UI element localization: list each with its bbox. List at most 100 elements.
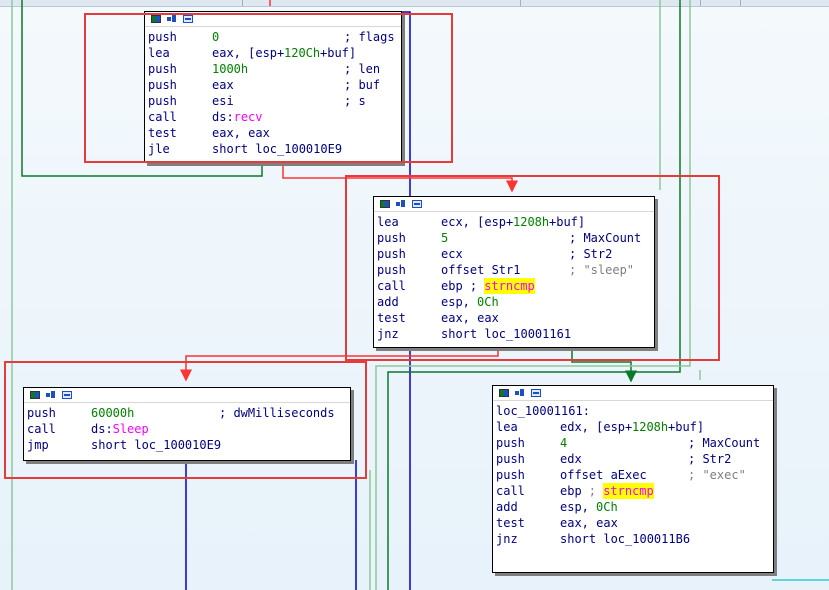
operand: ebp ; bbox=[441, 279, 485, 293]
node-color-icon[interactable] bbox=[396, 200, 406, 208]
node-color-icon[interactable] bbox=[167, 15, 177, 23]
mnemonic: push bbox=[148, 30, 177, 44]
node-text-icon[interactable] bbox=[183, 15, 193, 23]
operand: 1000h bbox=[212, 62, 249, 76]
graph-overview-icon[interactable] bbox=[499, 389, 509, 397]
operand: offset Str1 bbox=[441, 263, 521, 277]
imported-function-name[interactable]: Sleep bbox=[112, 422, 149, 436]
edge-false-to-sleep bbox=[180, 350, 499, 382]
graph-overview-icon[interactable] bbox=[30, 391, 40, 399]
operand: +buf] bbox=[320, 46, 357, 60]
mnemonic: call bbox=[148, 110, 177, 124]
node-color-icon[interactable] bbox=[515, 389, 525, 397]
node-text-icon[interactable] bbox=[531, 389, 541, 397]
imported-function-name[interactable]: recv bbox=[233, 110, 263, 124]
operand: ecx bbox=[441, 247, 463, 261]
mnemonic: push bbox=[496, 468, 525, 482]
operand: 4 bbox=[560, 436, 568, 450]
operand: short loc_100010E9 bbox=[91, 438, 222, 452]
instruction-row[interactable]: push offset aExec ; "exec" bbox=[496, 467, 773, 483]
comment: ; "sleep" bbox=[569, 263, 635, 277]
operand: 120Ch bbox=[284, 46, 321, 60]
mnemonic: add bbox=[377, 295, 399, 309]
operand: 0Ch bbox=[596, 500, 618, 514]
code-label[interactable]: loc_10001161: bbox=[496, 404, 590, 418]
instruction-row[interactable]: call ebp ; strncmp bbox=[377, 278, 654, 294]
comment: ; Str2 bbox=[569, 247, 613, 261]
pane-divider bbox=[740, 0, 741, 6]
mnemonic: call bbox=[496, 484, 525, 498]
mnemonic: jnz bbox=[496, 532, 518, 546]
pane-divider bbox=[520, 0, 521, 6]
operand: eax, eax bbox=[560, 516, 618, 530]
mnemonic: push bbox=[148, 62, 177, 76]
operand: ds: bbox=[212, 110, 234, 124]
mnemonic: jmp bbox=[27, 438, 49, 452]
node-header bbox=[24, 388, 350, 403]
node-text-icon[interactable] bbox=[62, 391, 72, 399]
mnemonic: call bbox=[377, 279, 406, 293]
operand: esi bbox=[212, 94, 234, 108]
operand: offset aExec bbox=[560, 468, 647, 482]
mnemonic: test bbox=[496, 516, 525, 530]
mnemonic: lea bbox=[377, 215, 399, 229]
imported-function-name[interactable]: strncmp bbox=[603, 483, 654, 499]
imported-function-name[interactable]: strncmp bbox=[484, 278, 535, 294]
graph-overview-icon[interactable] bbox=[380, 200, 390, 208]
mnemonic: lea bbox=[148, 46, 170, 60]
node-color-icon[interactable] bbox=[46, 391, 56, 399]
operand: short loc_10001161 bbox=[441, 327, 572, 341]
instruction-row[interactable]: call ds:recv bbox=[148, 109, 401, 125]
instruction-row[interactable]: test eax, eax bbox=[496, 515, 773, 531]
mnemonic: test bbox=[148, 126, 177, 140]
instruction-row[interactable]: jmp short loc_100010E9 bbox=[27, 437, 350, 453]
operand: ds: bbox=[91, 422, 113, 436]
mnemonic: push bbox=[496, 436, 525, 450]
node-text-icon[interactable] bbox=[412, 200, 422, 208]
operand: 0 bbox=[212, 30, 220, 44]
comment: ; buf bbox=[344, 78, 381, 92]
comment: ; dwMilliseconds bbox=[219, 406, 335, 420]
mnemonic: push bbox=[148, 78, 177, 92]
node-header bbox=[493, 386, 773, 401]
comment: ; "exec" bbox=[688, 468, 746, 482]
graph-overview-icon[interactable] bbox=[151, 15, 161, 23]
comment: ; Str2 bbox=[688, 452, 732, 466]
operand: esp, bbox=[441, 295, 478, 309]
operand: ecx, [esp+ bbox=[441, 215, 514, 229]
mnemonic: jle bbox=[148, 142, 170, 156]
operand: 1208h bbox=[632, 420, 669, 434]
edge-green-right-c bbox=[375, 0, 691, 590]
edge-green-left bbox=[21, 0, 263, 177]
mnemonic: push bbox=[377, 231, 406, 245]
